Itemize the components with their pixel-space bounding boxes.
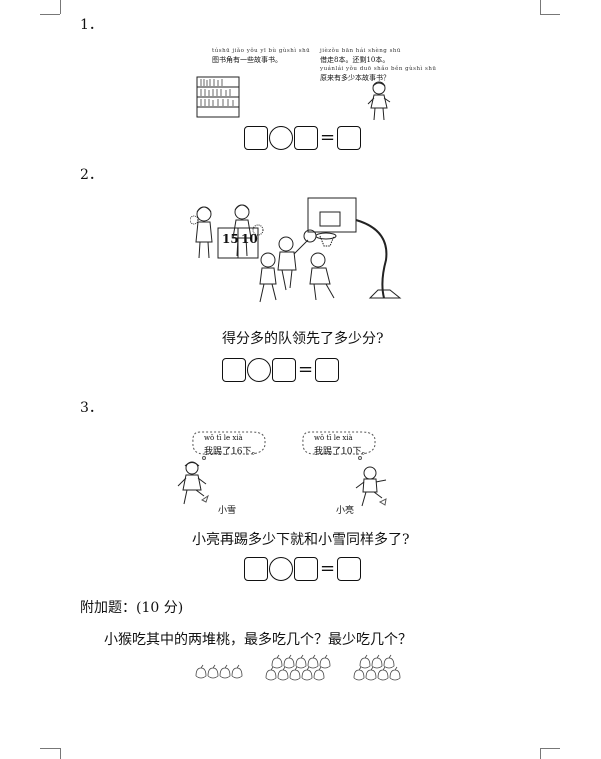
q1-operator-circle[interactable] xyxy=(269,126,293,150)
q2-answer-equation: = xyxy=(222,358,340,382)
q3-right-pinyin: wǒ tī le xià xyxy=(314,434,353,442)
q3-operator-circle[interactable] xyxy=(269,557,293,581)
peach-icon xyxy=(377,666,389,681)
q1-left-text: 图书角有一些故事书。 xyxy=(212,56,282,64)
q2-answer-box-1[interactable] xyxy=(222,358,246,382)
q1-right-text-2: 原来有多少本故事书？ xyxy=(320,74,390,82)
peach-icon xyxy=(277,666,289,681)
q3-right-speech-bubble xyxy=(302,431,376,460)
score-left: 15 xyxy=(222,232,239,246)
peach-icon xyxy=(271,654,283,669)
question-3-number: 3． xyxy=(80,400,103,416)
peach-icon xyxy=(265,666,277,681)
peach-icon xyxy=(231,664,243,679)
q3-answer-box-1[interactable] xyxy=(244,557,268,581)
q3-answer-result[interactable] xyxy=(337,557,362,581)
peach-icon xyxy=(371,654,383,669)
q1-left-pinyin: túshū jiǎo yǒu yī bù gùshì shū xyxy=(212,48,311,54)
q3-left-bubble-text: 我踢了16下。 xyxy=(204,447,261,457)
q1-answer-box-1[interactable] xyxy=(244,126,268,150)
q3-answer-equation: = xyxy=(244,557,362,581)
peach-icon xyxy=(313,666,325,681)
peach-icon xyxy=(295,654,307,669)
q2-equals-sign: = xyxy=(298,359,314,380)
q2-question-text: 得分多的队领先了多少分? xyxy=(222,331,384,347)
q1-right-text-1: 借走8本。还剩10本。 xyxy=(320,56,390,64)
q1-right-pinyin-2: yuánlái yǒu duō shǎo běn gùshì shū xyxy=(320,66,437,72)
crop-mark-top-right-h xyxy=(540,14,560,15)
crop-mark-bottom-right-h xyxy=(540,748,560,749)
peach-icon xyxy=(353,666,365,681)
crop-mark-top-right-v xyxy=(540,0,541,14)
bookshelf-illustration xyxy=(196,76,240,118)
peach-icon xyxy=(365,666,377,681)
peach-icon xyxy=(219,664,231,679)
xiaoliang-boy-illustration xyxy=(355,466,387,507)
crop-mark-top-left-v xyxy=(60,0,61,14)
xiaoliang-name-label: 小亮 xyxy=(336,506,355,516)
peach-icon xyxy=(383,654,395,669)
xiaoxue-girl-illustration xyxy=(177,461,209,505)
peach-icon xyxy=(195,664,207,679)
question-1-number: 1． xyxy=(80,17,103,33)
q1-answer-box-2[interactable] xyxy=(294,126,318,150)
peach-piles-illustration xyxy=(195,654,401,681)
q2-operator-circle[interactable] xyxy=(247,358,271,382)
crop-mark-bottom-left-v xyxy=(60,748,61,759)
q3-question-text: 小亮再踢多少下就和小雪同样多了? xyxy=(192,532,410,548)
basketball-scene-illustration xyxy=(190,197,402,303)
q1-answer-equation: = xyxy=(244,126,362,150)
q3-left-speech-bubble xyxy=(192,431,266,460)
peach-icon xyxy=(301,666,313,681)
q2-answer-box-2[interactable] xyxy=(272,358,296,382)
crop-mark-bottom-left-h xyxy=(40,748,60,749)
peach-icon xyxy=(307,654,319,669)
peach-icon xyxy=(319,654,331,669)
q1-answer-result[interactable] xyxy=(337,126,362,150)
peach-icon xyxy=(389,666,401,681)
xiaoxue-name-label: 小雪 xyxy=(218,506,237,516)
question-2-number: 2． xyxy=(80,167,103,183)
score-right: 10 xyxy=(241,232,258,246)
crop-mark-top-left-h xyxy=(40,14,60,15)
bonus-title: 附加题：(10 分) xyxy=(80,600,184,616)
q1-right-pinyin-1: jièzǒu bān hái shèng shū xyxy=(320,48,401,54)
q1-equals-sign: = xyxy=(320,127,336,148)
girl-illustration xyxy=(367,81,391,121)
peach-icon xyxy=(207,664,219,679)
q3-left-pinyin: wǒ tī le xià xyxy=(204,434,243,442)
peach-icon xyxy=(283,654,295,669)
q3-right-bubble-text: 我踢了10下。 xyxy=(314,447,371,457)
q3-answer-box-2[interactable] xyxy=(294,557,318,581)
crop-mark-bottom-right-v xyxy=(540,748,541,759)
peach-icon xyxy=(289,666,301,681)
q3-equals-sign: = xyxy=(320,558,336,579)
bonus-question-text: 小猴吃其中的两堆桃，最多吃几个？最少吃几个？ xyxy=(104,632,412,648)
peach-icon xyxy=(359,654,371,669)
q2-answer-result[interactable] xyxy=(315,358,340,382)
